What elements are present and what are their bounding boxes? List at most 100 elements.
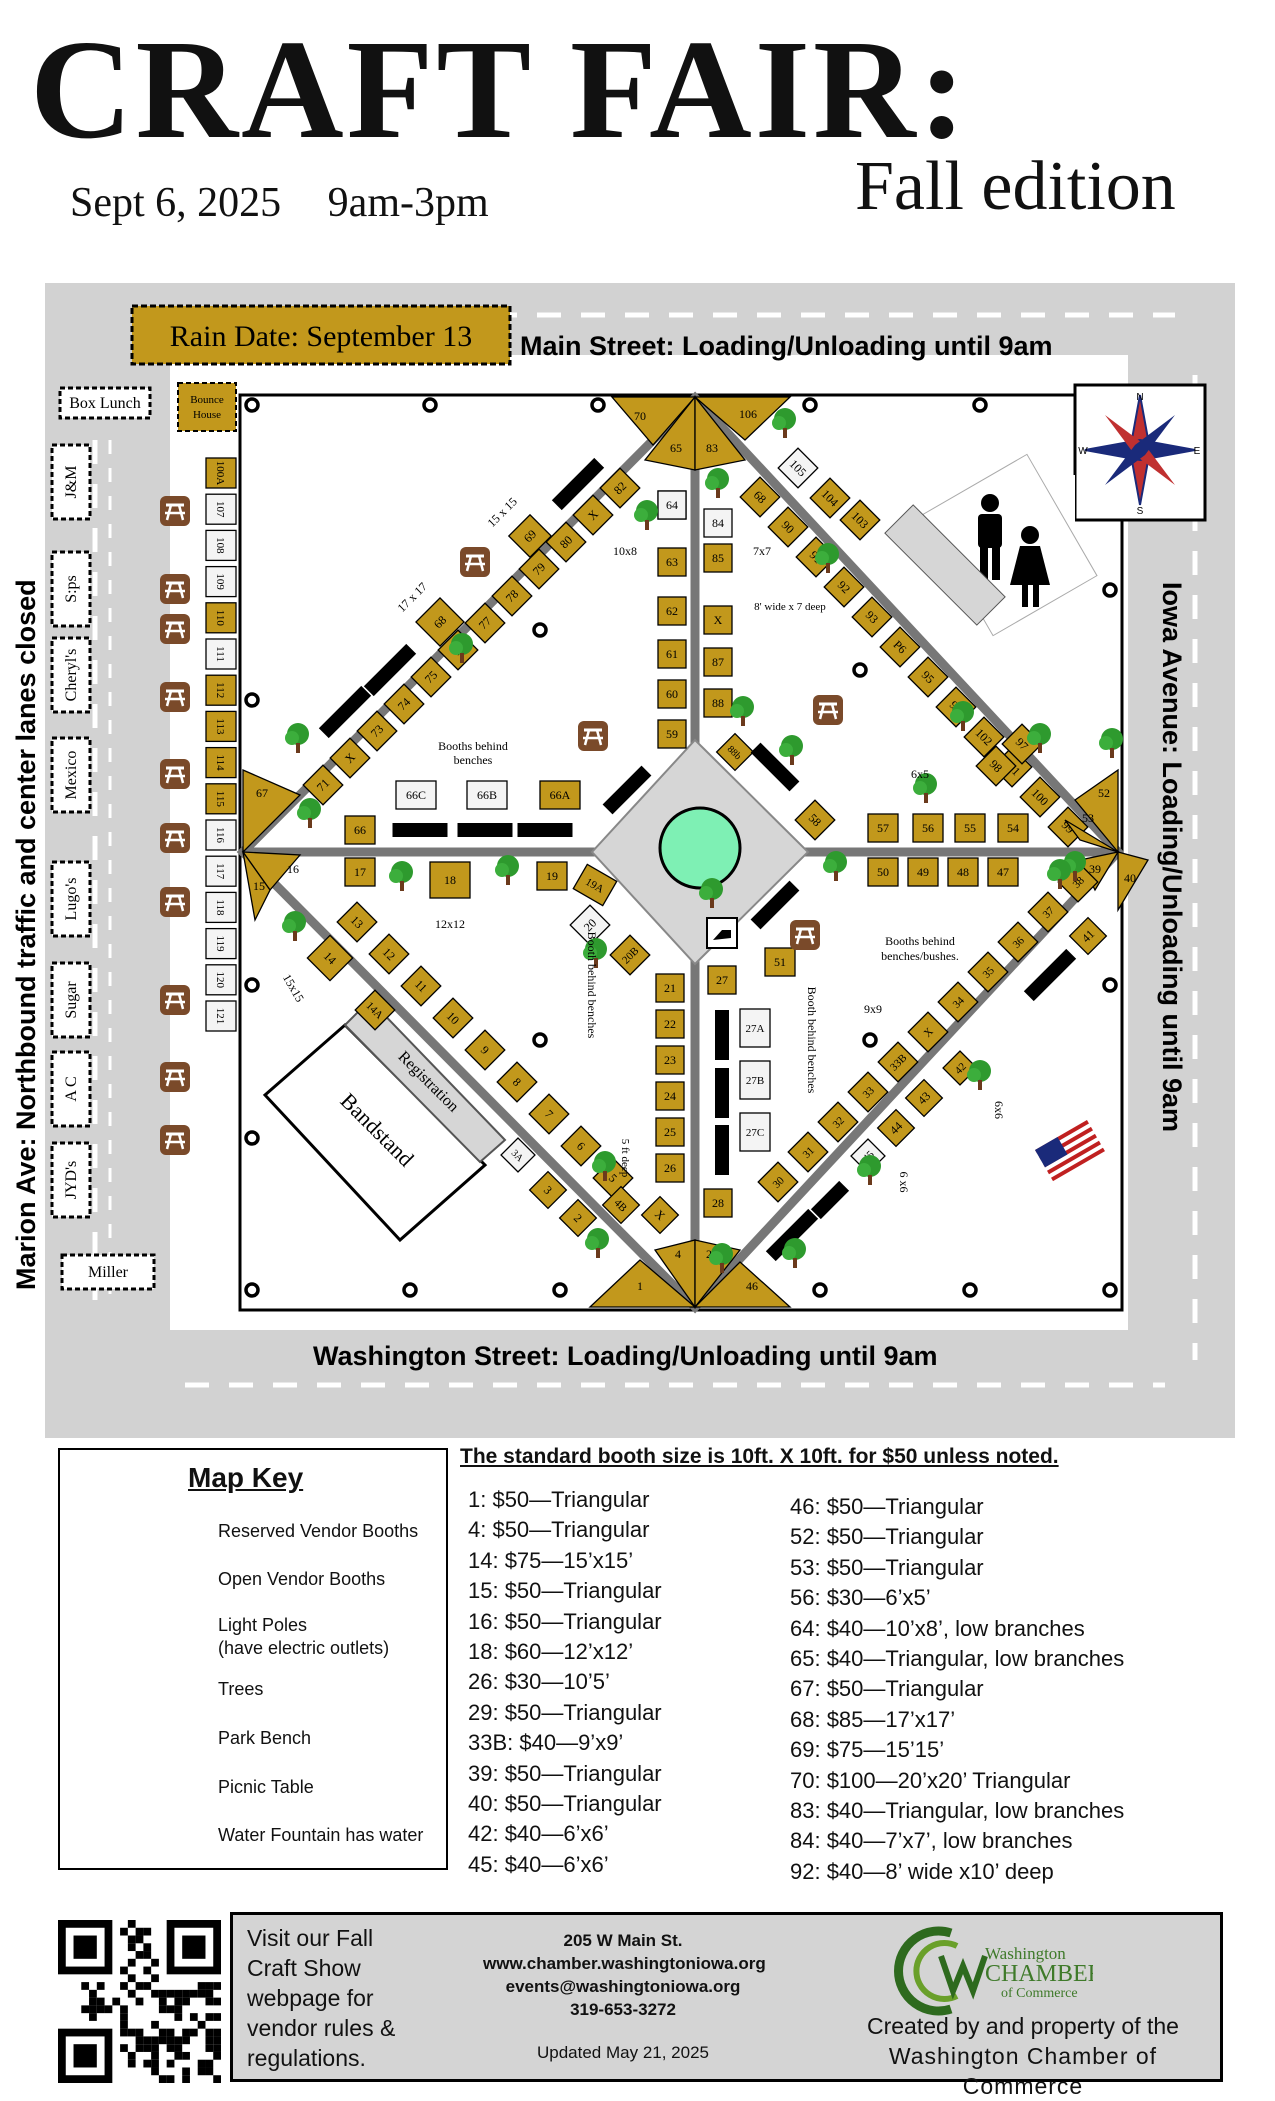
price-item: 16: $50—Triangular — [468, 1608, 662, 1634]
food-vendor-9: Miller — [60, 1253, 156, 1291]
footer-website[interactable]: www.chamber.washingtoniowa.org — [483, 1954, 766, 1973]
booth-102: 102 — [963, 716, 1005, 758]
light-pole — [532, 622, 548, 638]
booth-62: 62 — [657, 596, 687, 626]
park-bench — [1023, 948, 1077, 1002]
svg-text:83: 83 — [706, 441, 718, 455]
qr-code[interactable] — [58, 1920, 221, 2083]
svg-text:57: 57 — [877, 821, 889, 835]
washington-street-label: Washington Street: Loading/Unloading unt… — [313, 1341, 937, 1371]
booth-X: X — [703, 605, 733, 635]
booth-20: 20 — [569, 904, 611, 946]
svg-text:118: 118 — [214, 899, 226, 916]
booth-85: 85 — [703, 543, 733, 573]
booth-17: 17 — [344, 857, 376, 887]
svg-text:121: 121 — [214, 1008, 226, 1025]
svg-text:66A: 66A — [550, 788, 571, 802]
booth-106: 106 — [693, 396, 792, 441]
logo-line2: CHAMBER — [985, 1961, 1093, 1987]
booth-41: 41 — [1068, 916, 1108, 956]
map-note: 10x8 — [613, 544, 637, 558]
booth-100A: 100A — [205, 457, 237, 489]
svg-text:23: 23 — [664, 1053, 676, 1067]
svg-text:66: 66 — [354, 823, 366, 837]
svg-text:54: 54 — [1007, 821, 1019, 835]
svg-text:47: 47 — [997, 865, 1009, 879]
iowa-avenue-label: Iowa Avenue: Loading/Unloading until 9am — [1157, 582, 1187, 1132]
booth-8: 8 — [496, 1061, 538, 1103]
light-pole — [244, 397, 260, 413]
svg-text:67: 67 — [256, 786, 268, 800]
map-note: Booths behind — [438, 739, 508, 753]
map-note: 7x7 — [753, 544, 771, 558]
svg-text:109: 109 — [214, 573, 226, 590]
booth-70: 70 — [610, 396, 697, 446]
booth-83: 83 — [694, 395, 747, 471]
booth-36: 36 — [997, 921, 1039, 963]
booth-107: 107 — [205, 493, 237, 525]
restroom-icon — [922, 453, 1098, 637]
map-note: benches — [454, 753, 493, 767]
booth-52: 52 — [1074, 768, 1119, 854]
food-vendor-6: Sugar — [50, 961, 92, 1039]
map-note: 6 x6 — [897, 1172, 911, 1193]
price-item: 52: $50—Triangular — [790, 1524, 984, 1550]
light-pole — [1102, 977, 1118, 993]
booth-80: 80 — [545, 521, 587, 563]
booth-44: 44 — [876, 1108, 916, 1148]
svg-text:66C: 66C — [406, 788, 426, 802]
booth-31: 31 — [787, 1131, 829, 1173]
svg-text:116: 116 — [214, 827, 226, 844]
svg-text:108: 108 — [214, 537, 226, 554]
price-item: 69: $75—15’15’ — [790, 1737, 945, 1763]
page-title: CRAFT FAIR: — [30, 10, 969, 168]
svg-text:49: 49 — [917, 865, 929, 879]
svg-text:46: 46 — [746, 1279, 758, 1293]
booth-88: 88 — [703, 688, 733, 718]
svg-text:106: 106 — [739, 407, 757, 421]
logo-line3: of Commerce — [1001, 1986, 1078, 2001]
price-item: 84: $40—7’x7’, low branches — [790, 1828, 1073, 1854]
light-pole — [802, 397, 818, 413]
light-pole — [244, 1130, 260, 1146]
booth-66: 66 — [344, 815, 376, 845]
svg-text:19: 19 — [546, 869, 558, 883]
booth-74: 74 — [383, 683, 425, 725]
booth-121: 121 — [205, 1000, 237, 1032]
svg-text:Cheryl's: Cheryl's — [63, 649, 80, 702]
booth-21: 21 — [655, 973, 685, 1003]
svg-text:21: 21 — [664, 981, 676, 995]
picnic-table — [158, 1060, 192, 1094]
compass-n: N — [1136, 392, 1143, 403]
park-bench — [715, 1068, 729, 1118]
footer-visit[interactable]: Visit our Fall Craft Show webpage for ve… — [247, 1925, 396, 2071]
booth-26: 26 — [655, 1153, 685, 1183]
booth-X: X — [329, 737, 371, 779]
footer-email[interactable]: events@washingtoniowa.org — [505, 1977, 741, 1996]
light-pole — [962, 1282, 978, 1298]
light-pole — [1102, 1282, 1118, 1298]
svg-text:4: 4 — [675, 1247, 681, 1261]
booth-61: 61 — [657, 639, 687, 669]
legend-fountain: Water Fountain has water — [218, 1825, 424, 1845]
map-note: 9x9 — [864, 1002, 882, 1016]
svg-text:55: 55 — [964, 821, 976, 835]
svg-text:Bounce: Bounce — [190, 394, 224, 406]
park-bench — [750, 742, 800, 792]
map-note: 12x12 — [435, 917, 465, 931]
booth-10: 10 — [432, 997, 474, 1039]
booth-66C: 66C — [395, 780, 437, 810]
booth-110: 110 — [205, 602, 237, 634]
picnic-table — [158, 821, 192, 855]
park-bench — [750, 880, 800, 930]
park-bench — [517, 823, 573, 837]
booth-20B: 20B — [609, 934, 651, 976]
svg-text:53: 53 — [1082, 811, 1094, 825]
bandstand: Bandstand — [262, 1022, 488, 1243]
booth-19A: 19A — [572, 863, 618, 907]
booth-68: 68 — [739, 476, 781, 518]
light-pole — [1102, 582, 1118, 598]
svg-text:40: 40 — [1124, 871, 1136, 885]
main-street-label: Main Street: Loading/Unloading until 9am — [520, 331, 1053, 361]
booth-25: 25 — [655, 1117, 685, 1147]
